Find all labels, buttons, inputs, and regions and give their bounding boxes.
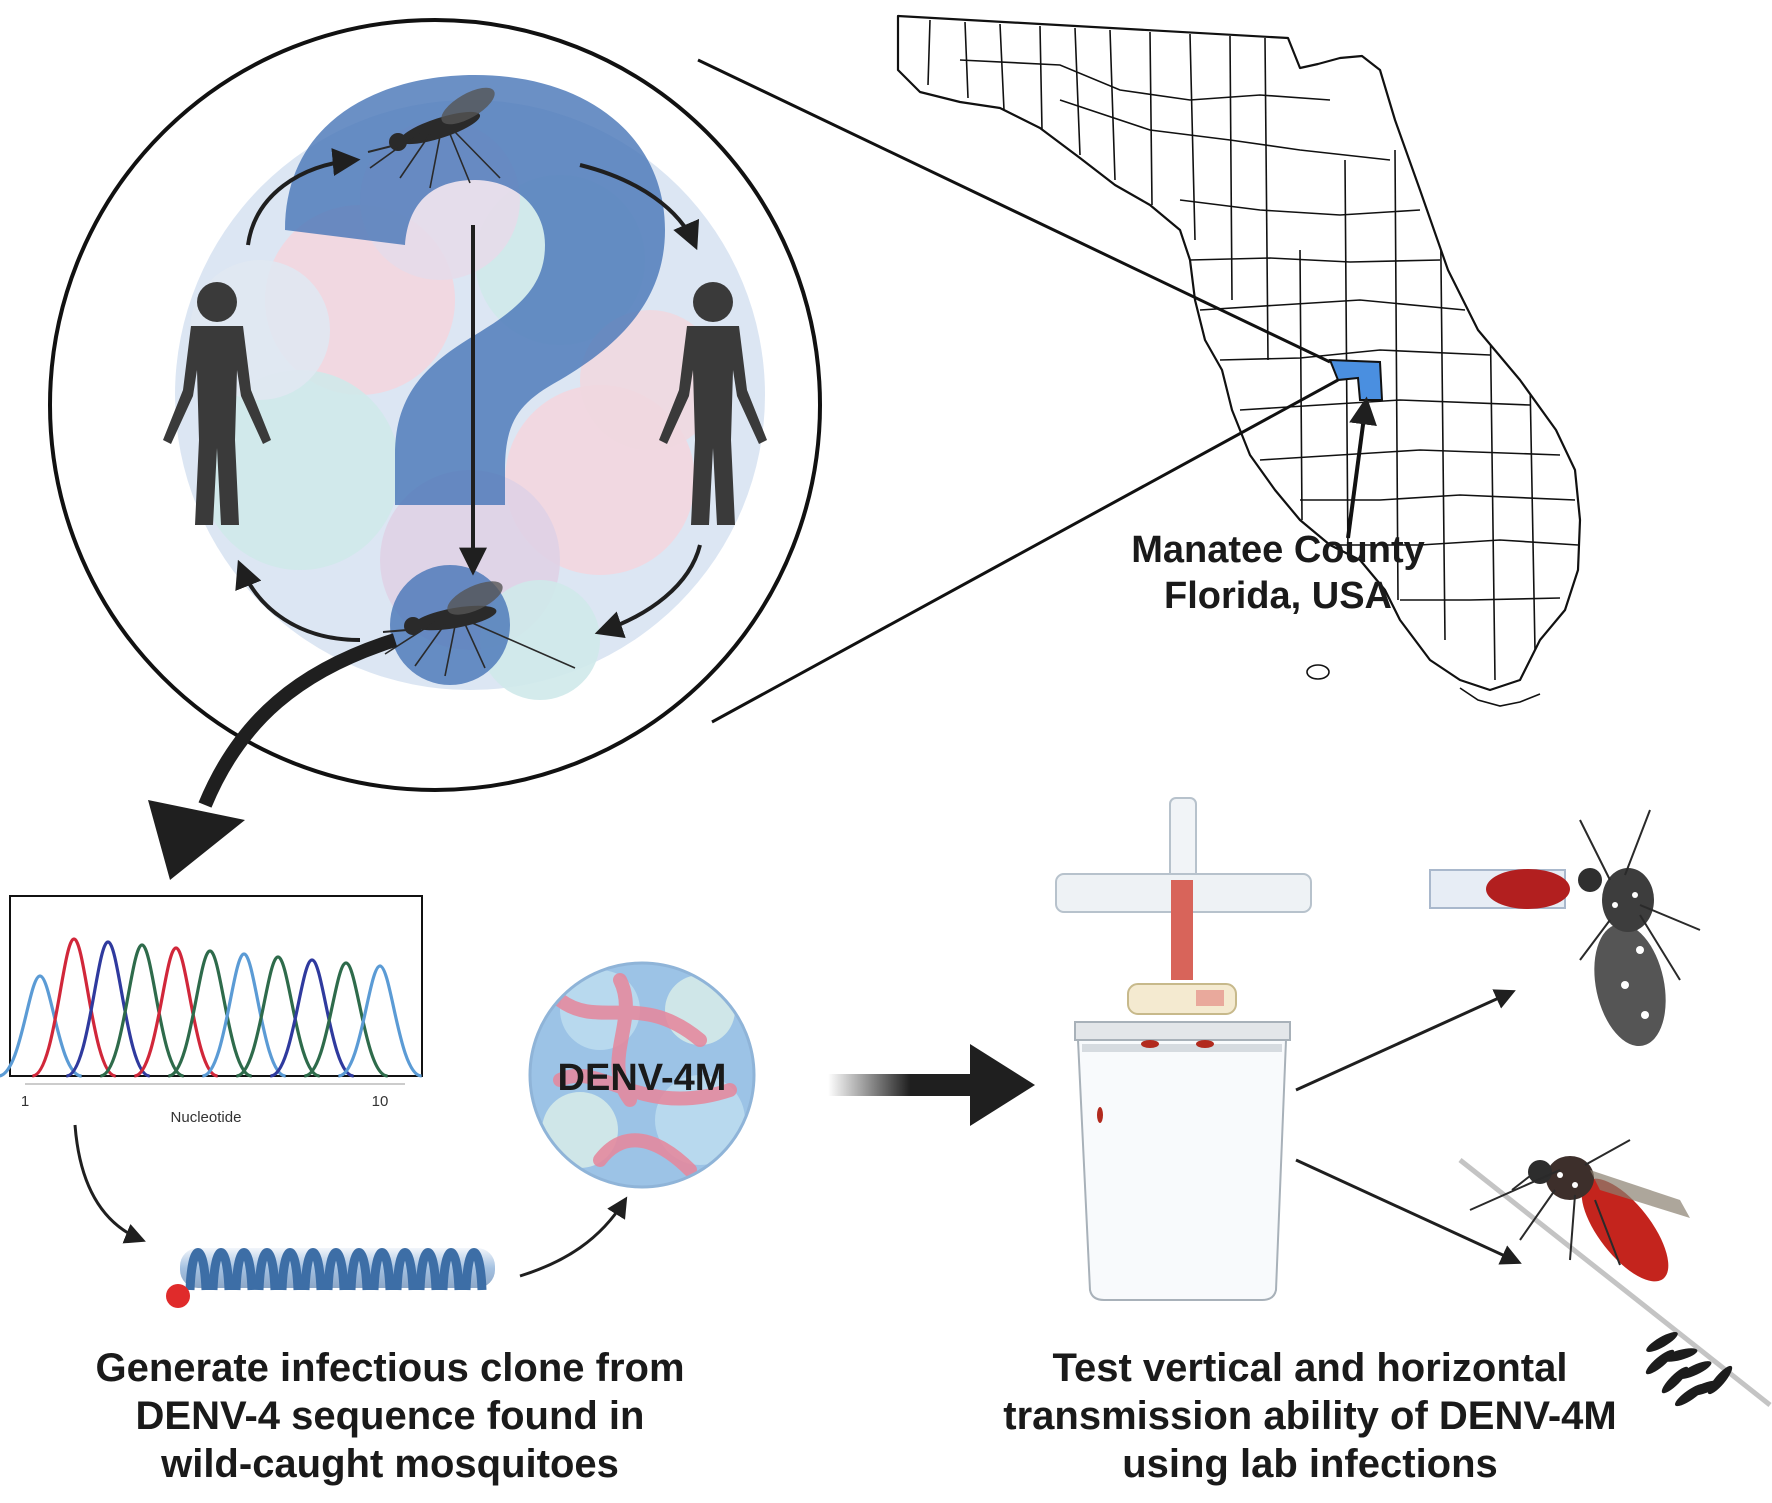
- arrow-to-vertical: [1295, 989, 1516, 1092]
- chromatogram-peak: [201, 952, 287, 1078]
- human-figure-icon: [163, 282, 767, 525]
- chromatogram-peak: [269, 958, 355, 1078]
- chromatogram-frame: [9, 895, 423, 1077]
- caption-left-line1: Generate infectious clone from: [95, 1346, 685, 1390]
- curved-arrow-to-sequence: [198, 633, 398, 808]
- chromatogram-peak: [303, 961, 389, 1078]
- caption-right: Test vertical and horizontal transmissio…: [960, 1344, 1660, 1488]
- zoom-lines: [697, 58, 1339, 724]
- x-axis-label: Nucleotide: [171, 1109, 242, 1126]
- curved-arrow-head: [148, 800, 245, 880]
- cycle-arrows: [235, 148, 702, 642]
- arrow-sequence-to-clone: [73, 1124, 146, 1244]
- caption-right-line2: transmission ability of DENV-4M: [1003, 1394, 1617, 1438]
- helix-coils: [185, 1248, 487, 1291]
- caption-left-line2: DENV-4 sequence found in: [135, 1394, 645, 1438]
- fade-arrow-head: [970, 1044, 1035, 1126]
- chromatogram-peaks: [0, 937, 423, 1078]
- map-location-label-line2: Florida, USA: [1164, 575, 1392, 617]
- caption-left-line3: wild-caught mosquitoes: [161, 1442, 619, 1486]
- transmission-cycle-circle: [48, 18, 822, 792]
- florida-map: Manatee County Florida, USA: [896, 14, 1582, 707]
- chromatogram-peak: [133, 946, 219, 1078]
- chromatogram-peak: [99, 943, 185, 1078]
- dna-clone-icon: [166, 1248, 495, 1308]
- arrow-to-horizontal: [1295, 1158, 1522, 1265]
- arrow-clone-to-virion: [519, 1196, 628, 1278]
- membrane-feeder-icon: [1055, 797, 1312, 1301]
- feeding-mosquito-icon: [1429, 809, 1701, 1047]
- fade-arrow-shaft: [828, 1074, 978, 1096]
- caption-right-line3: using lab infections: [1122, 1442, 1498, 1486]
- caption-right-line1: Test vertical and horizontal: [1052, 1346, 1568, 1390]
- chromatogram: 1 10 Nucleotide: [0, 895, 423, 1126]
- tick-label-start: 1: [21, 1093, 29, 1110]
- caption-left: Generate infectious clone from DENV-4 se…: [40, 1344, 740, 1488]
- chromatogram-peak: [167, 949, 253, 1078]
- blood-fed-mosquito-icon: [1458, 1139, 1772, 1407]
- county-pointer-arrow: [1346, 396, 1377, 539]
- map-location-label-line1: Manatee County: [1131, 529, 1424, 571]
- chromatogram-peak: [65, 940, 151, 1078]
- chromatogram-peak: [31, 937, 117, 1078]
- denv-4m-virion: DENV-4M: [528, 961, 756, 1189]
- mosquito-icon: [367, 87, 576, 677]
- chromatogram-peak: [337, 964, 423, 1078]
- chromatogram-peak: [235, 955, 321, 1078]
- chromatogram-peak: [0, 974, 83, 1078]
- egg-cluster-icon: [1645, 1332, 1733, 1407]
- virion-label: DENV-4M: [558, 1057, 727, 1099]
- tick-label-end: 10: [372, 1093, 389, 1110]
